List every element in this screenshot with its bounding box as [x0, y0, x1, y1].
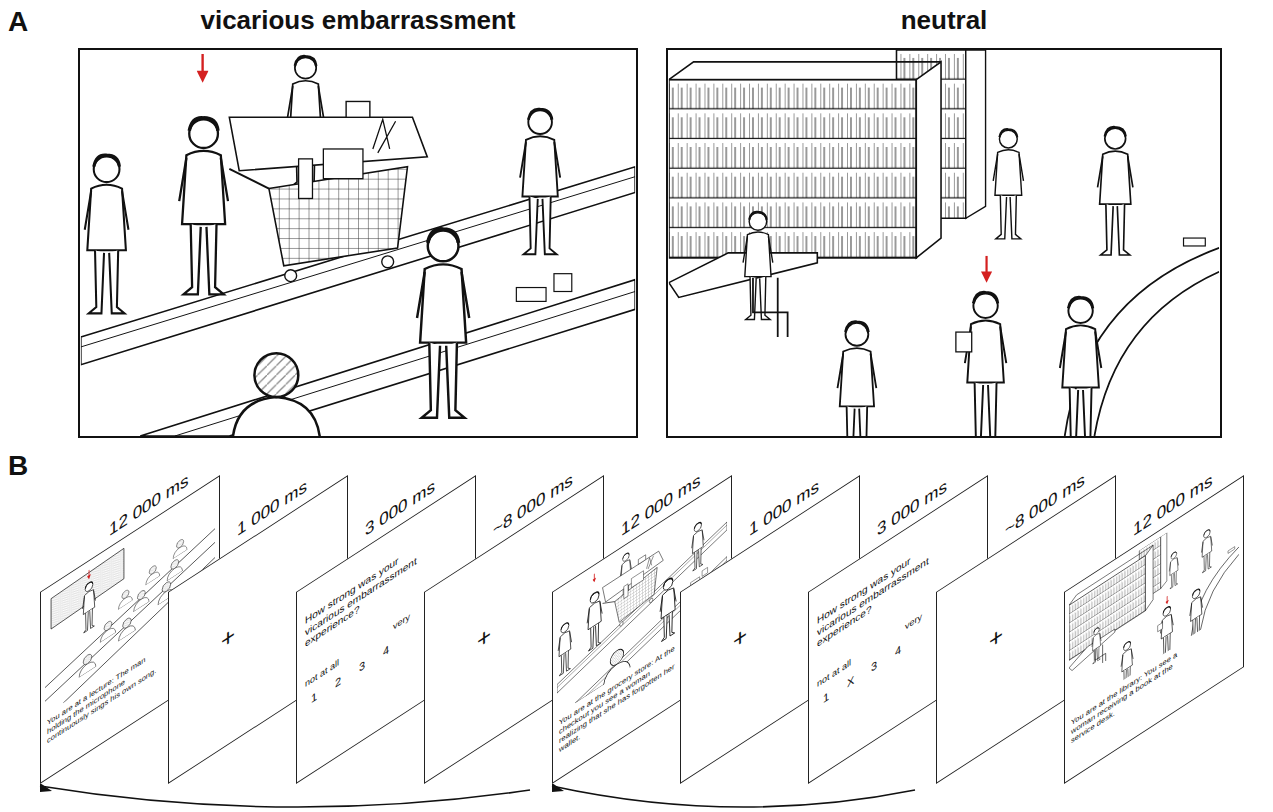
duration-label: ~8 000 ms: [1005, 469, 1085, 540]
scale-value: 1: [311, 689, 317, 706]
trial-bracket: [40, 786, 530, 807]
panel-letter: B: [8, 450, 28, 482]
scale-anchor: very: [905, 611, 922, 632]
scale-value: 3: [359, 658, 365, 675]
scale-value: 1: [823, 689, 829, 706]
duration-label: 1 000 ms: [237, 476, 307, 541]
bracket-tick: [552, 783, 564, 792]
scale-value: X: [847, 673, 854, 690]
scale-value: 4: [895, 643, 901, 660]
duration-label: 1 000 ms: [749, 476, 819, 541]
panel-letter: A: [8, 6, 28, 38]
duration-label: ~8 000 ms: [493, 469, 573, 540]
illustration-frame: vicarious embarrassment: [78, 48, 638, 438]
fixation-cross: +: [733, 619, 747, 656]
scale-anchor: not at all: [817, 657, 851, 689]
trial-bracket: [552, 786, 915, 807]
duration-label: 3 000 ms: [365, 476, 435, 541]
fixation-cross: +: [477, 619, 491, 656]
scale-anchor: very: [393, 611, 410, 632]
scale-value: 2: [335, 674, 341, 691]
scene-illustration: [668, 50, 1220, 436]
illustration-frame: neutral: [666, 48, 1222, 438]
scene-illustration: [80, 50, 636, 436]
scale-value: 4: [383, 643, 389, 660]
scene-drawing: [669, 50, 1219, 436]
fixation-cross: +: [989, 619, 1003, 656]
bracket-tick: [40, 783, 52, 792]
scene-drawing: [81, 50, 635, 436]
scale-anchor: not at all: [305, 657, 339, 689]
scale-value: 3: [871, 658, 877, 675]
panel-title: vicarious embarrassment: [80, 6, 636, 36]
fixation-cross: +: [221, 619, 235, 656]
duration-label: 3 000 ms: [877, 476, 947, 541]
panel-title: neutral: [668, 6, 1220, 36]
